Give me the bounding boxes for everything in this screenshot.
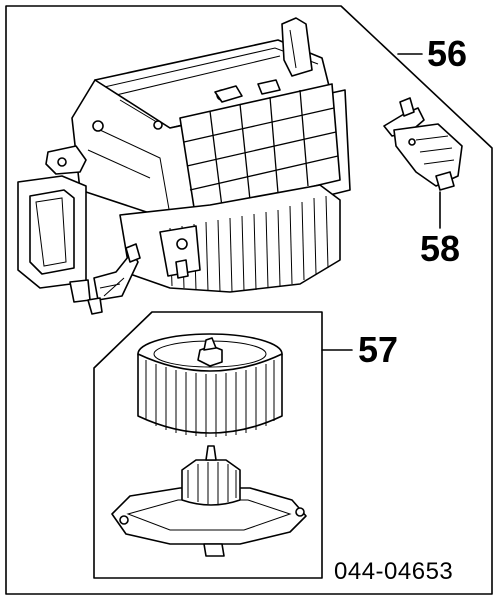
diagram-frame — [5, 5, 493, 595]
blower-motor-57 — [111, 445, 307, 557]
blower-housing-56 — [17, 17, 351, 315]
fan-motor-box — [93, 311, 323, 579]
callout-56: 56 — [427, 33, 468, 74]
diagram-code: 044-04653 — [334, 558, 454, 585]
fan-wheel-57 — [137, 333, 283, 437]
callout-58: 58 — [420, 228, 461, 269]
callout-57: 57 — [358, 329, 399, 370]
resistor-58 — [383, 97, 463, 191]
